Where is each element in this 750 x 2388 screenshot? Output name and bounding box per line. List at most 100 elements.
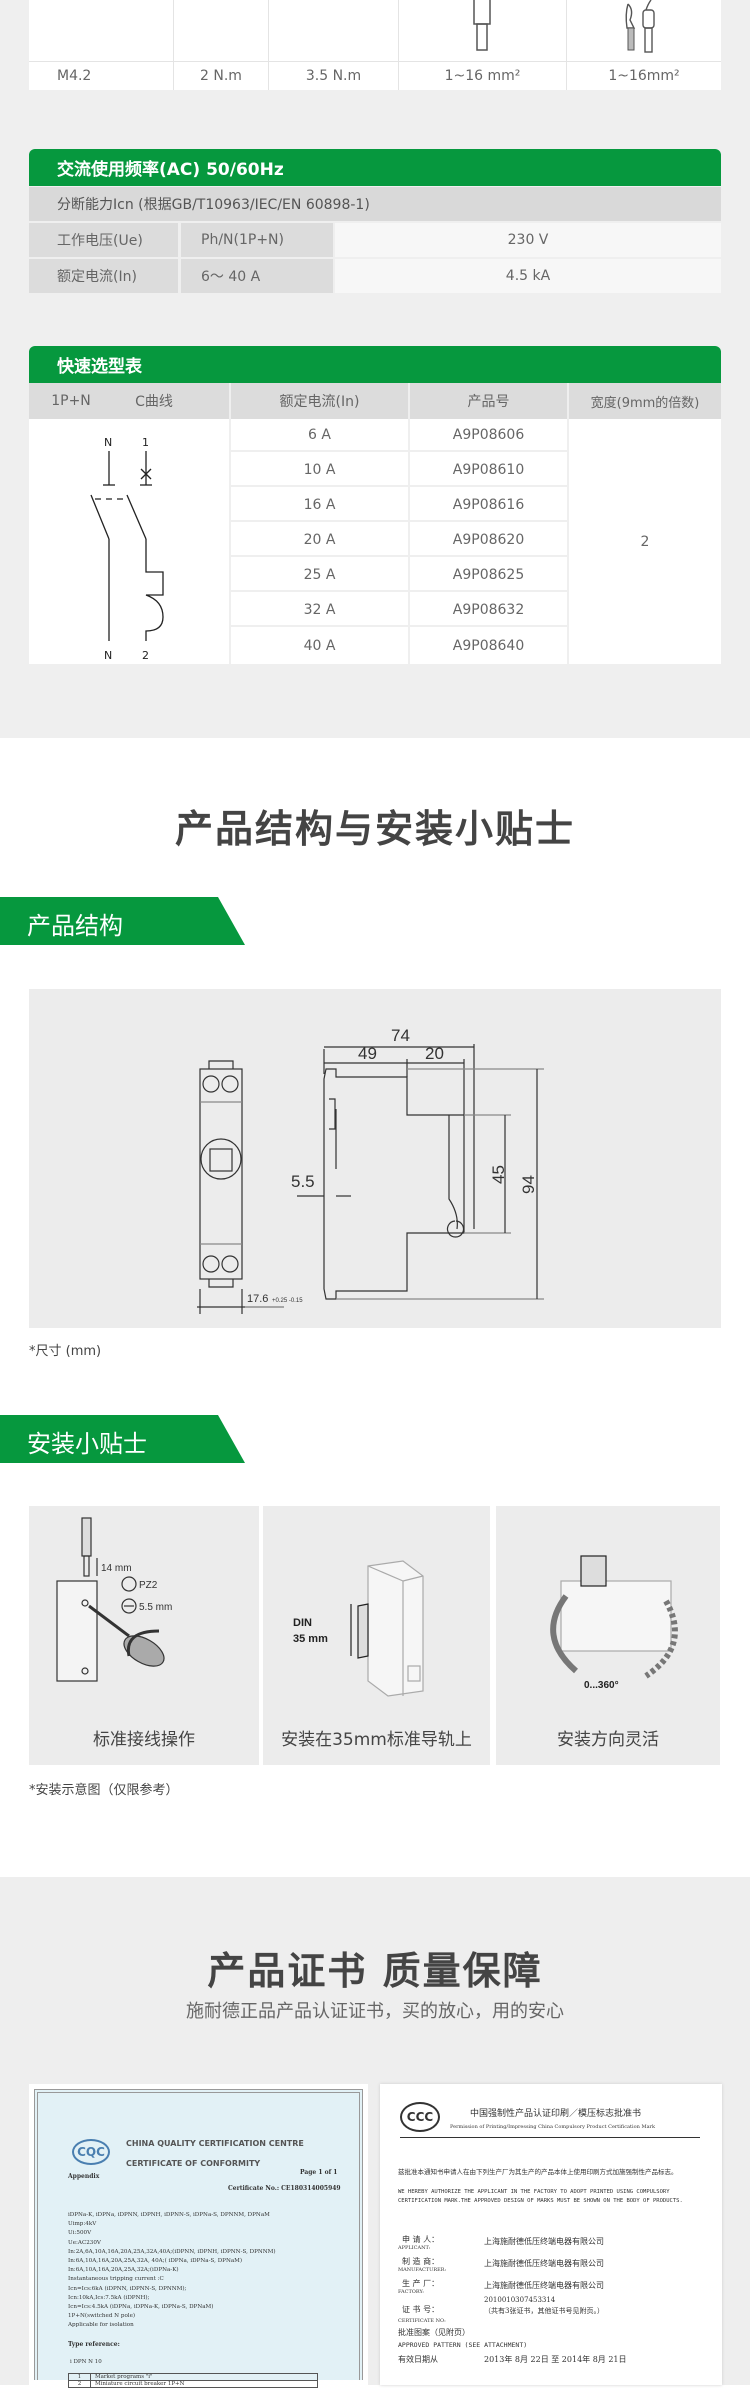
width-multiple: 2	[640, 533, 650, 550]
dim-tolerance: +0.25 -0.15	[272, 1298, 303, 1304]
row-current: 25 A	[231, 559, 408, 592]
row-current: 6 A	[231, 419, 408, 452]
cqc-page: Page 1 of 1	[300, 2169, 338, 2176]
header-product-no: 产品号	[467, 394, 510, 410]
cqc-line: Ue:AC230V	[68, 2239, 101, 2246]
ccc-field-label-en: APPLICANT:	[398, 2245, 431, 2251]
cqc-line: Applicable for isolation	[68, 2322, 134, 2329]
row-product-no: A9P08632	[410, 594, 567, 627]
dim-49: 49	[358, 1044, 377, 1063]
current-label: 额定电流(In)	[29, 259, 178, 293]
cqc-cert-no: Certificate No.: CE180314005949	[228, 2185, 341, 2192]
ccc-pattern-en: APPROVED PATTERN (SEE ATTACHMENT)	[398, 2341, 528, 2349]
label-1: 1	[142, 436, 149, 449]
row-product-no: A9P08616	[410, 489, 567, 522]
cqc-line: Instantaneous tripping current :C	[68, 2276, 164, 2283]
din-rail-illustration: DIN 35 mm	[293, 1560, 424, 1697]
ccc-logo: CCC	[400, 2102, 440, 2132]
cqc-title: CHINA QUALITY CERTIFICATION CENTRE	[126, 2139, 304, 2148]
selection-table-title: 快速选型表	[29, 346, 721, 383]
row-product-no: A9P08640	[452, 637, 525, 654]
header-poles: 1P+N	[51, 393, 91, 409]
label-n-top: N	[104, 436, 112, 449]
cqc-line: Icn:10kA,Ics:7.5kA (iDPNH);	[68, 2294, 150, 2301]
cqc-subtitle: CERTIFICATE OF CONFORMITY	[126, 2159, 261, 2168]
header-rated-current: 额定电流(In)	[279, 394, 360, 410]
current-sub: 6～ 40 A	[181, 259, 333, 293]
pz2-label: PZ2	[139, 1580, 158, 1591]
dimension-note: *尺寸 (mm)	[29, 1344, 102, 1359]
voltage-value: 230 V	[335, 223, 721, 257]
cqc-line: Icn=Ics:6kA (iDPNN, iDPNN-S, DPNNM);	[68, 2285, 187, 2292]
circuit-diagram: N 1 N 2	[90, 436, 164, 662]
cqc-line: Uimp:4kV	[68, 2221, 97, 2228]
cqc-line: iDPNa-K, iDPNa, iDPNN, iDPNH, iDPNN-S, i…	[68, 2212, 270, 2218]
header-curve: C曲线	[135, 394, 173, 410]
dim-20: 20	[425, 1044, 444, 1063]
tip-card-orientation: 0...360° 安装方向灵活	[496, 1506, 720, 1765]
row-current: 32 A	[231, 594, 408, 627]
dimension-drawing-panel: 17.6 +0.25 -0.15 74 49 20 45 94 5.5	[29, 989, 721, 1328]
row-product-no: A9P08620	[410, 524, 567, 557]
ccc-title: 中国强制性产品认证印刷／模压标志批准书	[470, 2109, 642, 2119]
tip-card-wiring: 14 mm PZ2 5.5 mm 标准接线操作	[29, 1506, 259, 1765]
breaking-capacity-value: 4.5 kA	[335, 259, 721, 293]
ccc-field-label: 生 产 厂：	[402, 2279, 440, 2288]
cert-subtitle: 施耐德正品产品认证证书，买的放心，用的安心	[186, 2001, 564, 2022]
label-2: 2	[142, 649, 149, 662]
torque-max: 3.5 N.m	[305, 68, 362, 84]
row-current: 16 A	[231, 489, 408, 522]
header-width: 宽度(9mm的倍数)	[590, 395, 700, 411]
row-current: 40 A	[303, 637, 336, 654]
voltage-label: 工作电压(Ue)	[29, 223, 178, 257]
stranded-wire-ferrule-icon	[625, 0, 655, 53]
strip-length: 14 mm	[101, 1563, 132, 1574]
dim-5-5: 5.5	[291, 1172, 315, 1191]
selection-table-header: 1P+N C曲线 额定电流(In) 产品号 宽度(9mm的倍数)	[29, 383, 721, 419]
voltage-sub: Ph/N(1P+N)	[181, 223, 333, 257]
cqc-type-code: i DPN N 10	[70, 2359, 102, 2365]
cqc-line: Icn=Ics:4.5kA (iDPNa, iDPNa-K, iDPNa-S, …	[68, 2304, 214, 2311]
ccc-field-value: 上海施耐德低压终端电器有限公司	[484, 2281, 604, 2290]
ccc-field-label: 申 请 人：	[402, 2235, 440, 2244]
ccc-certificate: CCC 中国强制性产品认证印刷／模压标志批准书 Permission of Pr…	[380, 2084, 722, 2385]
cqc-logo: CQC	[72, 2139, 110, 2165]
dim-17-6: 17.6	[247, 1293, 268, 1305]
tips-tab: 安装小贴士	[0, 1415, 250, 1463]
cqc-line: In:6A,10A,16A,20A,25A,32A;(iDPNa-K)	[68, 2267, 179, 2274]
ccc-field-value: 上海施耐德低压终端电器有限公司	[484, 2237, 604, 2246]
ccc-para-cn: 兹批准本通知书申请人在由下列生产厂为其生产的产品本体上使用印刷方式加施强制性产品…	[398, 2168, 678, 2176]
row-product-no: A9P08610	[410, 454, 567, 487]
dim-45: 45	[489, 1165, 508, 1184]
tip-label-orientation: 安装方向灵活	[557, 1730, 659, 1750]
cqc-line: In:6A,10A,16A,20A,25A,32A, 40A;( iDPNa, …	[68, 2258, 243, 2265]
torque-min: 2 N.m	[200, 68, 242, 84]
rotation-label: 0...360°	[584, 1680, 619, 1691]
stranded-wire-range: 1~16mm²	[608, 68, 680, 84]
ccc-cert-note: （共有3张证书，其他证书号见附页。）	[484, 2307, 604, 2315]
ccc-cert-label: 证 书 号：	[402, 2305, 440, 2314]
ccc-subtitle: Permission of Printing/Impressing China …	[450, 2124, 655, 2130]
label-n-bottom: N	[104, 649, 112, 662]
row-current: 10 A	[231, 454, 408, 487]
row-product-no: A9P08625	[410, 559, 567, 592]
dim-74: 74	[391, 1026, 410, 1045]
screwdriver-wiring-illustration: 14 mm PZ2 5.5 mm	[56, 1517, 172, 1682]
spec-table-subheader: 分断能力Icn (根据GB/T10963/IEC/EN 60898-1)	[29, 187, 721, 221]
screw-size: M4.2	[57, 68, 92, 84]
ccc-para-en: WE HEREBY AUTHORIZE THE APPLICANT IN THE…	[398, 2189, 683, 2204]
ccc-valid-label: 有效日期从	[398, 2355, 438, 2364]
cqc-appendix: Appendix	[68, 2173, 100, 2180]
row-current: 20 A	[231, 524, 408, 557]
spec-table-title: 交流使用频率(AC) 50/60Hz	[29, 149, 721, 186]
solid-wire-icon	[473, 0, 491, 51]
cqc-line: Ui:500V	[68, 2230, 92, 2237]
rail-width-label: 35 mm	[293, 1633, 328, 1645]
dim-94: 94	[519, 1175, 538, 1194]
cqc-type-ref: Type reference:	[68, 2341, 120, 2348]
ccc-pattern-cn: 批准图案（见附页）	[398, 2328, 470, 2337]
rotation-illustration: 0...360°	[550, 1555, 678, 1691]
ccc-field-label-en: FACTORY:	[398, 2289, 424, 2295]
cqc-line: In:2A,6A,10A,16A,20A,25A,32A,40A;(iDPNN,…	[68, 2248, 276, 2255]
